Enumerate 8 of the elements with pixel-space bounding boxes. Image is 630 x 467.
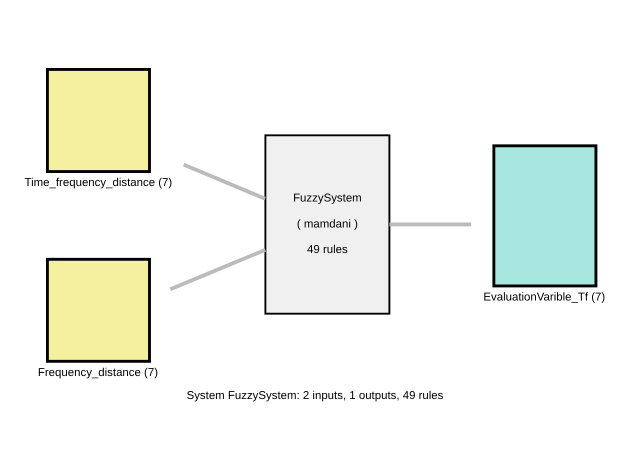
connector (170, 248, 266, 291)
node-label: Time_frequency_distance (7) (24, 176, 172, 188)
node-label: Frequency_distance (7) (38, 366, 158, 378)
caption: System FuzzySystem: 2 inputs, 1 outputs, 49 rules (186, 390, 444, 402)
connector (389, 222, 472, 226)
node-label: EvaluationVarible_Tf (7) (483, 290, 606, 303)
node-box: FuzzySystem ( mamdani ) 49 rules (264, 134, 390, 314)
connector (182, 162, 266, 200)
